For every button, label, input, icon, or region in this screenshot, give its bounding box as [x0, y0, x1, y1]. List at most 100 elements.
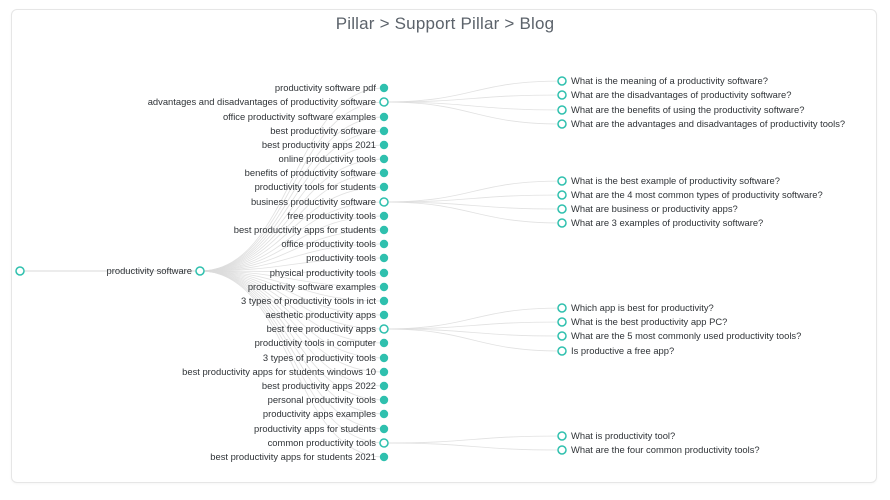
keyword-node-22[interactable]: [379, 395, 389, 405]
question-node-2-1[interactable]: [557, 317, 567, 327]
edge-pillar-to-keyword-20: [199, 270, 385, 373]
edge-pillar-to-keyword-2: [199, 116, 385, 272]
question-label-1-0: What is the best example of productivity…: [571, 175, 780, 186]
keyword-label-20: best productivity apps for students wind…: [182, 366, 376, 377]
question-node-0-2[interactable]: [557, 105, 567, 115]
question-node-0-0[interactable]: [557, 76, 567, 86]
question-node-0-3[interactable]: [557, 119, 567, 129]
pillar-node[interactable]: [195, 266, 205, 276]
nodes[interactable]: [15, 76, 567, 462]
edge-keyword-0-to-question-1: [383, 94, 563, 103]
keyword-label-22: personal productivity tools: [267, 394, 376, 405]
keyword-node-7[interactable]: [379, 182, 389, 192]
keyword-node-8[interactable]: [379, 197, 389, 207]
edge-pillar-to-keyword-10: [199, 229, 385, 272]
keyword-label-19: 3 types of productivity tools: [262, 352, 376, 363]
keyword-node-14[interactable]: [379, 282, 389, 292]
keyword-node-17[interactable]: [379, 324, 389, 334]
keyword-node-12[interactable]: [379, 253, 389, 263]
question-node-1-2[interactable]: [557, 204, 567, 214]
keyword-label-17: best free productivity apps: [266, 323, 376, 334]
keyword-node-4[interactable]: [379, 140, 389, 150]
keyword-node-2[interactable]: [379, 112, 389, 122]
keyword-label-18: productivity tools in computer: [254, 337, 376, 348]
question-label-2-3: Is productive a free app?: [571, 345, 675, 356]
question-node-3-1[interactable]: [557, 445, 567, 455]
edge-pillar-to-keyword-21: [199, 270, 385, 387]
edge-keyword-1-to-question-2: [383, 201, 563, 210]
breadcrumb-title: Pillar > Support Pillar > Blog: [335, 14, 555, 33]
edge-pillar-to-keyword-18: [199, 270, 385, 344]
keyword-node-10[interactable]: [379, 225, 389, 235]
keyword-node-0[interactable]: [379, 83, 389, 93]
question-label-1-3: What are 3 examples of productivity soft…: [571, 217, 764, 228]
keyword-label-26: best productivity apps for students 2021: [210, 451, 376, 462]
keyword-label-9: free productivity tools: [287, 210, 376, 221]
keyword-node-6[interactable]: [379, 168, 389, 178]
edge-pillar-to-keyword-12: [199, 257, 385, 272]
question-node-1-0[interactable]: [557, 176, 567, 186]
keyword-node-23[interactable]: [379, 409, 389, 419]
edge-pillar-to-keyword-3: [199, 130, 385, 272]
question-node-2-3[interactable]: [557, 346, 567, 356]
edge-pillar-to-keyword-26: [199, 270, 385, 458]
question-node-1-3[interactable]: [557, 218, 567, 228]
keyword-node-24[interactable]: [379, 424, 389, 434]
keyword-node-13[interactable]: [379, 268, 389, 278]
question-node-2-2[interactable]: [557, 331, 567, 341]
keyword-label-2: office productivity software examples: [222, 111, 376, 122]
graph-card: [11, 9, 877, 483]
keyword-node-5[interactable]: [379, 154, 389, 164]
keyword-node-19[interactable]: [379, 353, 389, 363]
edge-pillar-to-keyword-16: [199, 270, 385, 316]
keyword-node-21[interactable]: [379, 381, 389, 391]
keyword-label-16: aesthetic productivity apps: [265, 309, 376, 320]
keyword-node-20[interactable]: [379, 367, 389, 377]
keyword-label-14: productivity software examples: [247, 281, 376, 292]
edge-pillar-to-keyword-5: [199, 158, 385, 272]
keyword-node-16[interactable]: [379, 310, 389, 320]
question-node-1-1[interactable]: [557, 190, 567, 200]
edge-pillar-to-keyword-7: [199, 186, 385, 272]
keyword-node-3[interactable]: [379, 126, 389, 136]
edge-pillar-to-keyword-6: [199, 172, 385, 272]
root-node[interactable]: [15, 266, 25, 276]
edge-keyword-1-to-question-3: [383, 201, 563, 224]
question-node-0-1[interactable]: [557, 90, 567, 100]
keyword-node-25[interactable]: [379, 438, 389, 448]
edge-pillar-to-keyword-22: [199, 270, 385, 401]
edge-keyword-3-to-question-0: [383, 435, 563, 444]
keyword-node-26[interactable]: [379, 452, 389, 462]
keyword-node-1[interactable]: [379, 97, 389, 107]
keyword-label-3: best productivity software: [270, 125, 376, 136]
question-node-2-0[interactable]: [557, 303, 567, 313]
keyword-label-1: advantages and disadvantages of producti…: [147, 96, 376, 107]
keyword-label-7: productivity tools for students: [254, 181, 376, 192]
keyword-label-0: productivity software pdf: [274, 82, 376, 93]
edge-pillar-to-keyword-19: [199, 270, 385, 359]
edge-keyword-2-to-question-2: [383, 328, 563, 337]
keyword-node-18[interactable]: [379, 338, 389, 348]
question-label-3-1: What are the four common productivity to…: [571, 444, 760, 455]
edge-keyword-1-to-question-1: [383, 194, 563, 203]
question-node-3-0[interactable]: [557, 431, 567, 441]
edge-keyword-0-to-question-3: [383, 101, 563, 125]
keyword-node-9[interactable]: [379, 211, 389, 221]
question-label-3-0: What is productivity tool?: [571, 430, 676, 441]
edge-keyword-1-to-question-0: [383, 180, 563, 203]
keyword-label-5: online productivity tools: [278, 153, 376, 164]
question-label-2-0: Which app is best for productivity?: [571, 302, 714, 313]
edge-keyword-3-to-question-1: [383, 442, 563, 451]
keyword-node-15[interactable]: [379, 296, 389, 306]
keyword-label-8: business productivity software: [250, 196, 376, 207]
keyword-node-11[interactable]: [379, 239, 389, 249]
question-label-2-2: What are the 5 most commonly used produc…: [571, 330, 802, 341]
keyword-label-21: best productivity apps 2022: [261, 380, 376, 391]
keyword-label-23: productivity apps examples: [262, 408, 376, 419]
edge-pillar-to-keyword-13: [199, 270, 385, 274]
keyword-label-15: 3 types of productivity tools in ict: [241, 295, 376, 306]
keyword-label-6: benefits of productivity software: [244, 167, 376, 178]
keyword-label-13: physical productivity tools: [269, 267, 376, 278]
